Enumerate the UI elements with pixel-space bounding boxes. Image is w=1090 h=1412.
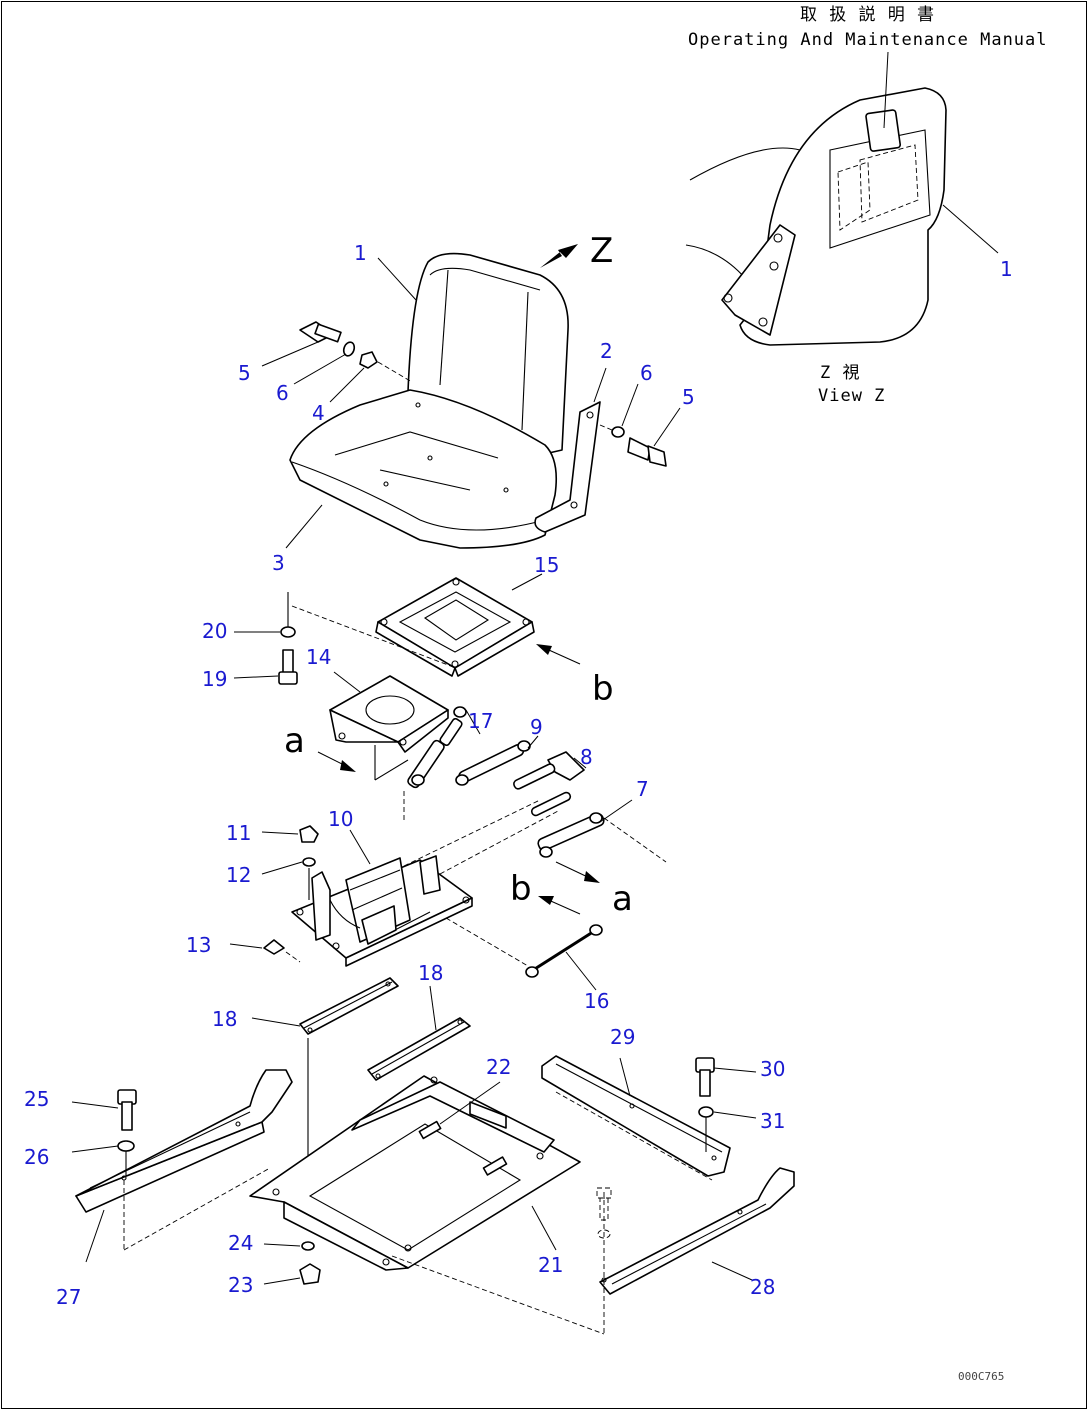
letter-b-top: b	[592, 669, 614, 709]
letter-a-left: a	[284, 721, 305, 761]
letter-a-right: a	[612, 879, 633, 919]
bolt-19-washer-20	[233, 592, 298, 685]
callout-11: 11	[226, 821, 251, 845]
callout-5: 5	[238, 361, 251, 385]
view-label-en: View Z	[818, 386, 885, 406]
bolt-30-washer-31	[695, 1057, 757, 1152]
callout-31: 31	[760, 1109, 785, 1133]
callout-15: 15	[534, 553, 559, 577]
bolt-28-dashed	[596, 1187, 612, 1239]
bolt-25-washer-26	[71, 1089, 137, 1176]
callout-12: 12	[226, 863, 251, 887]
callout-21: 21	[538, 1253, 563, 1277]
rail-27	[75, 1069, 293, 1263]
callout-16: 16	[584, 989, 609, 1013]
callout-9: 9	[530, 715, 543, 739]
callout-3: 3	[272, 551, 285, 575]
pin-8	[513, 751, 587, 817]
damper-17	[403, 706, 481, 820]
letter-b-lower: b	[510, 869, 532, 909]
rail-29	[541, 1055, 731, 1181]
seat-left-bolts	[261, 321, 413, 403]
arrow-b-lower-head	[538, 896, 554, 905]
nut-11-washer-12	[261, 825, 319, 900]
callout-24: 24	[228, 1231, 253, 1255]
manual-note-en: Operating And Maintenance Manual	[688, 30, 1048, 50]
callout-26: 26	[24, 1145, 49, 1169]
nut-23-washer-24	[263, 1241, 321, 1285]
mounting-plate-15	[291, 573, 543, 677]
callout-2: 2	[600, 339, 613, 363]
callout-28: 28	[750, 1275, 775, 1299]
callout-17: 17	[468, 709, 493, 733]
rod-16	[525, 924, 603, 991]
arrow-a-head	[340, 760, 356, 772]
manual-note-jp: 取 扱 説 明 書	[800, 5, 935, 25]
callout-18: 18	[212, 1007, 237, 1031]
seat-bracket	[534, 367, 607, 533]
callout-22: 22	[486, 1055, 511, 1079]
arrow-a-right-head	[584, 871, 600, 883]
callout-1: 1	[354, 241, 367, 265]
rail-18-right	[367, 985, 471, 1081]
view-z-letter: Z	[590, 231, 613, 271]
callout-1-view-z: 1	[1000, 257, 1013, 281]
view-z-seat-back	[685, 51, 999, 346]
callout-23: 23	[228, 1273, 253, 1297]
callout-29: 29	[610, 1025, 635, 1049]
suspension-10	[291, 799, 561, 967]
view-z-arrow	[540, 244, 578, 268]
link-7	[537, 799, 667, 863]
callout-6: 6	[276, 381, 289, 405]
seat-assembly	[285, 252, 569, 549]
link-9	[455, 735, 539, 786]
callout-30: 30	[760, 1057, 785, 1081]
callout-10: 10	[328, 807, 353, 831]
seat-right-bolts	[599, 383, 681, 467]
callout-13: 13	[186, 933, 211, 957]
drawing-code: 000C765	[958, 1370, 1004, 1383]
plate-14	[329, 671, 449, 781]
rail-18-left	[251, 977, 399, 1035]
rail-28	[391, 1167, 795, 1335]
callout-14: 14	[306, 645, 331, 669]
callout-25: 25	[24, 1087, 49, 1111]
callout-4: 4	[312, 401, 325, 425]
callout-20: 20	[202, 619, 227, 643]
frame-21	[249, 1075, 581, 1271]
callout-8: 8	[580, 745, 593, 769]
callout-6-right: 6	[640, 361, 653, 385]
view-label-jp: Z 視	[820, 363, 860, 383]
callout-18-right: 18	[418, 961, 443, 985]
callout-5-right: 5	[682, 385, 695, 409]
callout-19: 19	[202, 667, 227, 691]
arrow-b-head	[536, 644, 552, 655]
callout-27: 27	[56, 1285, 81, 1309]
part-13	[229, 939, 301, 963]
callout-7: 7	[636, 777, 649, 801]
